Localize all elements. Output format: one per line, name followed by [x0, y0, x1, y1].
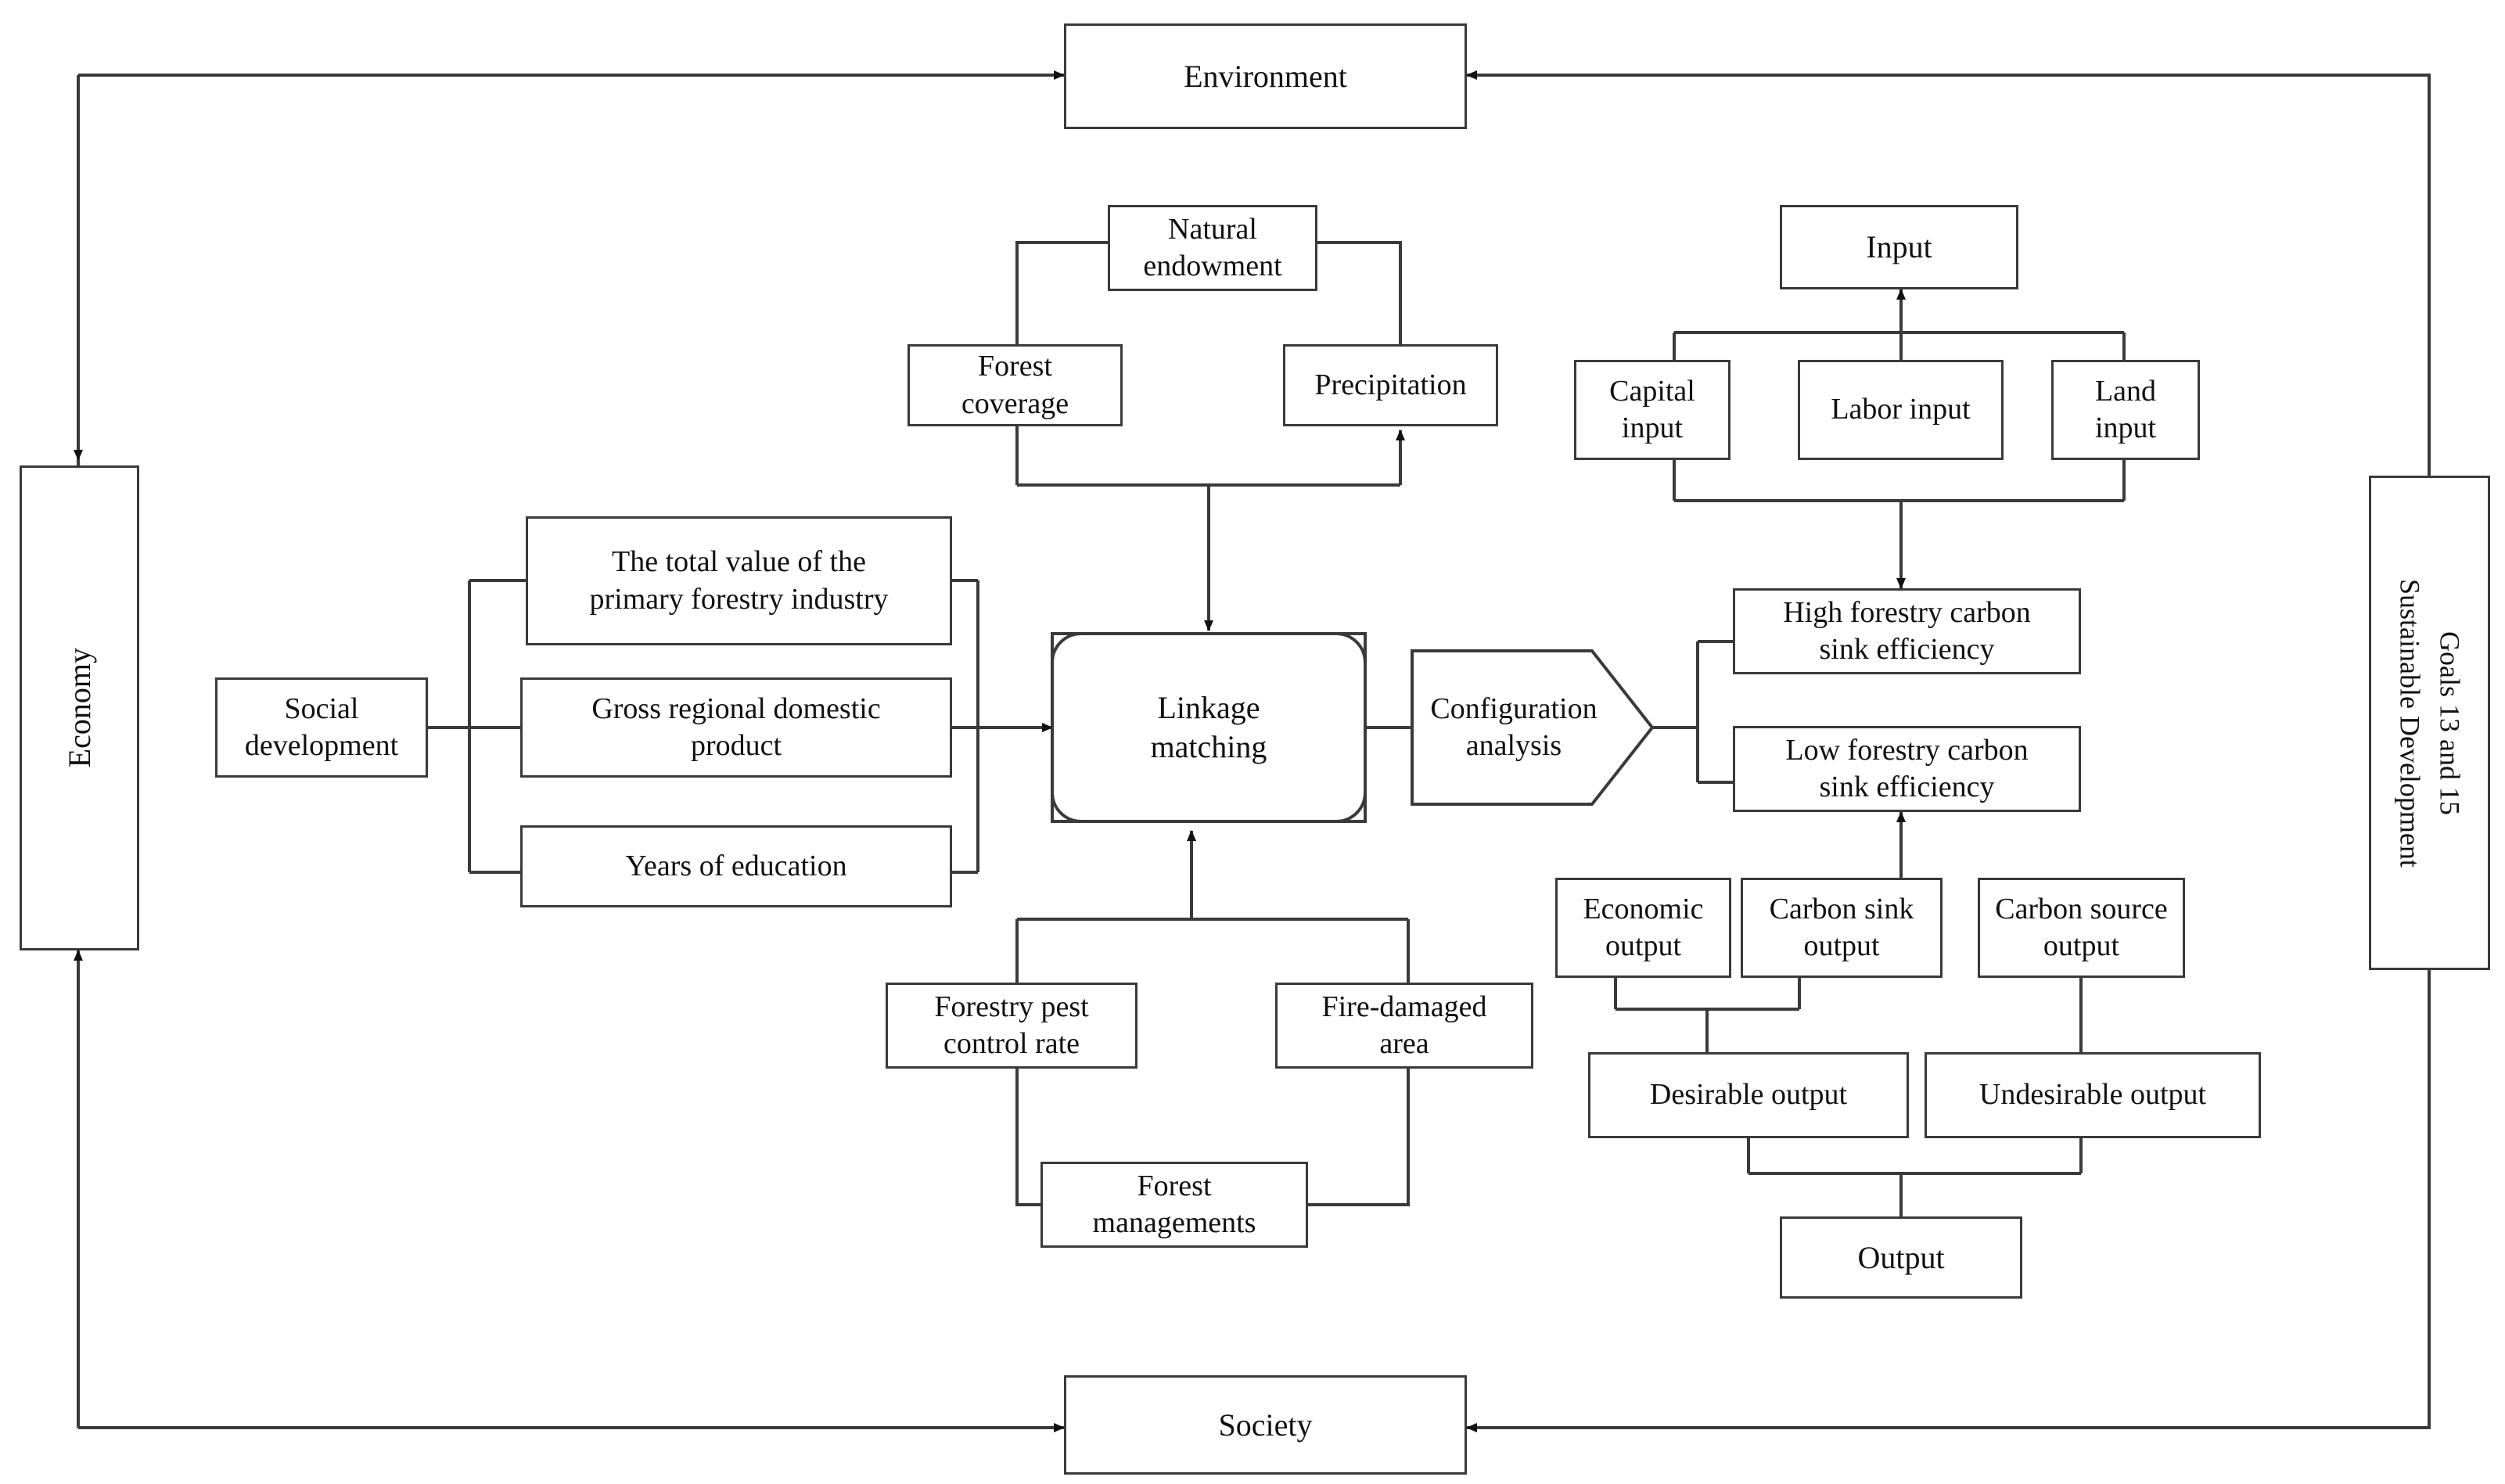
fire-damaged-area-box[interactable]: Fire-damaged area [1275, 983, 1533, 1069]
linkage-matching-label: Linkage matching [1150, 690, 1267, 764]
precipitation-box[interactable]: Precipitation [1283, 344, 1498, 426]
pillar-sdg[interactable]: Sustainable Development Goals 13 and 15 [2369, 476, 2490, 970]
undesirable-output-label: Undesirable output [1978, 1078, 2207, 1112]
high-efficiency-label: High forestry carbon sink efficiency [1783, 595, 2031, 667]
social-development-label: Social development [244, 692, 399, 763]
pillar-environment[interactable]: Environment [1064, 23, 1467, 129]
sdg-line2-label: Goals 13 and 15 [2434, 631, 2466, 815]
configuration-analysis-box[interactable]: Configuration analysis [1412, 651, 1615, 804]
low-efficiency-box[interactable]: Low forestry carbon sink efficiency [1733, 726, 2081, 812]
forestry-pest-control-box[interactable]: Forestry pest control rate [886, 983, 1137, 1069]
forest-coverage-label: Forest coverage [961, 350, 1069, 420]
configuration-analysis-label: Configuration analysis [1430, 692, 1598, 763]
labor-input-box[interactable]: Labor input [1798, 360, 2004, 460]
social-item-label: Years of education [625, 849, 847, 882]
society-label: Society [1218, 1407, 1313, 1443]
undesirable-output-box[interactable]: Undesirable output [1925, 1052, 2261, 1138]
labor-input-label: Labor input [1831, 393, 1971, 426]
desirable-output-label: Desirable output [1649, 1078, 1848, 1112]
sdg-line1-label: Sustainable Development [2394, 578, 2426, 868]
output-label: Output [1857, 1239, 1945, 1275]
social-item-education[interactable]: Years of education [520, 825, 952, 907]
carbon-sink-output-box[interactable]: Carbon sink output [1741, 878, 1943, 978]
high-efficiency-box[interactable]: High forestry carbon sink efficiency [1733, 588, 2081, 674]
fire-damaged-label: Fire-damaged area [1321, 990, 1487, 1061]
social-item-total-value[interactable]: The total value of the primary forestry … [526, 516, 952, 645]
carbon-source-output-label: Carbon source output [1995, 892, 2168, 963]
natural-endowment-box[interactable]: Natural endowment [1108, 205, 1317, 291]
low-efficiency-label: Low forestry carbon sink efficiency [1785, 733, 2029, 804]
social-item-label: Gross regional domestic product [591, 692, 881, 763]
pillar-economy[interactable]: Economy [20, 465, 139, 950]
environment-label: Environment [1184, 58, 1347, 94]
forestry-pest-label: Forestry pest control rate [934, 990, 1089, 1061]
economic-output-label: Economic output [1583, 892, 1704, 963]
capital-input-label: Capital input [1609, 374, 1695, 445]
output-box[interactable]: Output [1780, 1216, 2022, 1299]
carbon-source-output-box[interactable]: Carbon source output [1978, 878, 2185, 978]
land-input-box[interactable]: Land input [2051, 360, 2200, 460]
social-item-label: The total value of the primary forestry … [589, 545, 889, 616]
social-item-grdp[interactable]: Gross regional domestic product [520, 677, 952, 778]
capital-input-box[interactable]: Capital input [1574, 360, 1730, 460]
land-input-label: Land input [2094, 374, 2157, 445]
input-box[interactable]: Input [1780, 205, 2018, 289]
natural-endowment-label: Natural endowment [1143, 212, 1282, 283]
linkage-matching-box[interactable]: Linkage matching [1052, 634, 1365, 821]
social-development-box[interactable]: Social development [215, 677, 428, 778]
forest-managements-label: Forest managements [1092, 1169, 1256, 1240]
input-label: Input [1866, 229, 1932, 264]
pillar-society[interactable]: Society [1064, 1375, 1467, 1475]
forest-coverage-box[interactable]: Forest coverage [907, 344, 1123, 426]
forest-managements-box[interactable]: Forest managements [1040, 1162, 1308, 1248]
precipitation-label: Precipitation [1314, 368, 1467, 401]
economy-label: Economy [61, 648, 97, 768]
economic-output-box[interactable]: Economic output [1555, 878, 1731, 978]
carbon-sink-output-label: Carbon sink output [1769, 892, 1914, 963]
desirable-output-box[interactable]: Desirable output [1588, 1052, 1909, 1138]
